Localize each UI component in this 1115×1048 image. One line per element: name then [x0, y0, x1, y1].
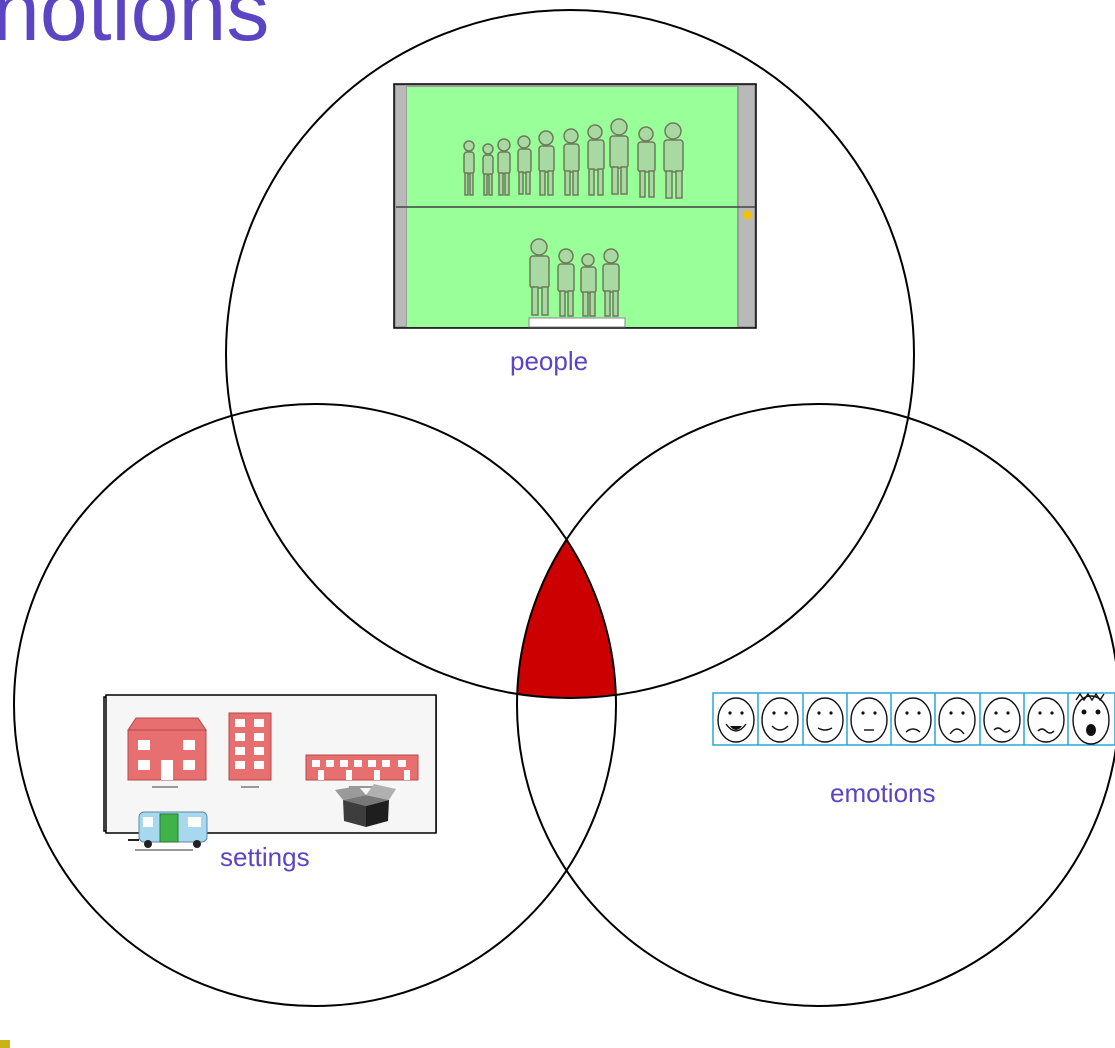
people-image — [394, 84, 756, 328]
emotions-label: emotions — [830, 778, 936, 809]
people-label: people — [510, 346, 588, 377]
settings-image — [104, 695, 436, 851]
settings-label: settings — [220, 842, 310, 873]
slide-title: notions — [0, 0, 269, 54]
bullet-marker — [0, 1040, 10, 1048]
emotions-image — [713, 693, 1115, 745]
